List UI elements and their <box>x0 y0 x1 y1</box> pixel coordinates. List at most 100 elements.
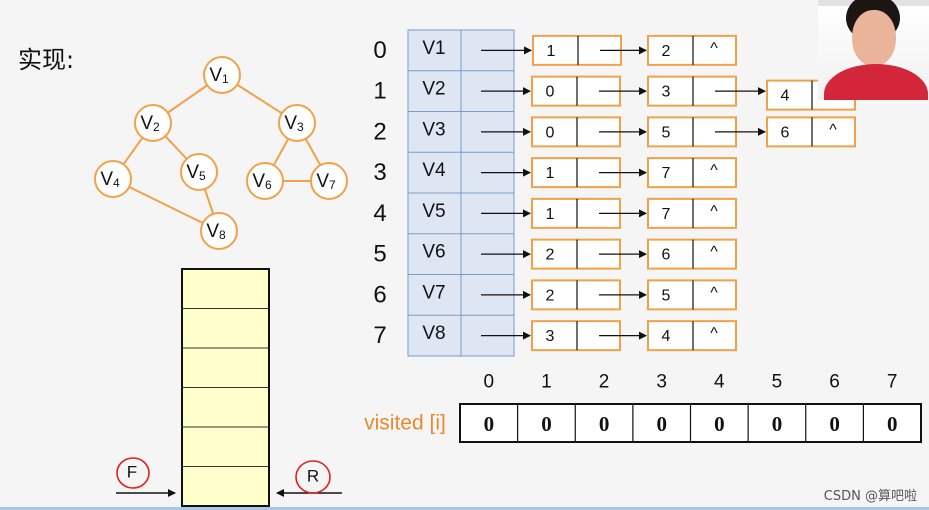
row-index: 2 <box>373 118 386 145</box>
graph-edges <box>112 74 330 232</box>
graph-node-V6: V6 <box>246 162 284 200</box>
graph-node-V4: V4 <box>94 160 132 198</box>
vertex-name: V8 <box>422 323 445 344</box>
graph-node-label: V4 <box>100 169 120 191</box>
adj-row-0: 0 V1 1 2 ^ <box>373 34 737 66</box>
visited-index: 5 <box>772 372 783 393</box>
rear-circle <box>295 460 331 494</box>
list-node-value: 2 <box>662 43 671 60</box>
list-node-value: 1 <box>546 165 555 182</box>
list-node-value: 7 <box>662 206 671 223</box>
null-marker: ^ <box>710 40 718 57</box>
visited-value: 0 <box>887 412 898 436</box>
null-marker: ^ <box>710 203 718 220</box>
list-node: 5 <box>647 116 737 148</box>
vertex-name: V3 <box>422 119 445 140</box>
vertex-name: V1 <box>422 38 445 59</box>
row-index: 5 <box>373 241 386 268</box>
list-node: 6^ <box>647 238 737 270</box>
visited-index: 6 <box>829 372 840 393</box>
visited-value: 0 <box>656 412 667 436</box>
graph-node-V1: V1 <box>203 56 241 94</box>
list-node: 0 <box>531 116 621 148</box>
graph-node-label: V5 <box>186 162 206 184</box>
visited-index: 2 <box>599 372 610 393</box>
presenter-webcam <box>818 0 929 100</box>
graph-edge-V4-V8 <box>112 178 220 232</box>
graph-node-V7: V7 <box>310 162 348 200</box>
list-node-box <box>647 34 737 66</box>
graph-node-label: V6 <box>252 171 272 193</box>
rear-label: R <box>307 467 319 486</box>
list-node-value: 0 <box>546 84 555 101</box>
list-node: 7^ <box>647 157 737 189</box>
bottom-border <box>0 507 929 510</box>
list-node-value: 7 <box>662 165 671 182</box>
adj-row-2: 2 V3 0 5 6^ <box>373 111 856 148</box>
list-node-value: 1 <box>546 206 555 223</box>
visited-index: 7 <box>887 372 898 393</box>
visited-index: 0 <box>484 372 495 393</box>
graph-node-V5: V5 <box>180 153 218 191</box>
list-node-box <box>647 279 737 311</box>
visited-value: 0 <box>714 412 725 436</box>
list-node-value: 4 <box>781 88 790 105</box>
list-node-value: 5 <box>662 124 671 141</box>
visited-index: 3 <box>656 372 667 393</box>
list-node: 7^ <box>647 197 737 229</box>
row-index: 3 <box>373 159 386 186</box>
vertex-name: V2 <box>422 79 445 100</box>
visited-value: 0 <box>599 412 610 436</box>
graph-node-V8: V8 <box>200 212 238 250</box>
vertex-name: V5 <box>422 201 445 222</box>
graph-node-label: V3 <box>284 113 304 135</box>
list-node: 5^ <box>647 279 737 311</box>
visited-value: 0 <box>541 412 552 436</box>
null-marker: ^ <box>710 244 718 261</box>
visited-value: 0 <box>484 412 495 436</box>
list-node-value: 5 <box>662 287 671 304</box>
list-node: 6^ <box>766 116 856 148</box>
list-node-value: 4 <box>662 328 671 345</box>
front-circle <box>116 457 150 489</box>
null-marker: ^ <box>710 284 718 301</box>
null-marker: ^ <box>710 325 718 342</box>
visited-value: 0 <box>829 412 840 436</box>
visited-value: 0 <box>772 412 783 436</box>
watermark: CSDN @算吧啦 <box>823 489 917 504</box>
front-label: F <box>127 463 137 482</box>
page-title: 实现: <box>18 46 75 74</box>
list-node-value: 6 <box>662 247 671 264</box>
row-index: 1 <box>373 78 386 105</box>
row-index: 6 <box>373 281 386 308</box>
graph-node-label: V2 <box>140 113 160 135</box>
list-node-value: 1 <box>547 43 556 60</box>
vertex-name: V6 <box>422 242 445 263</box>
row-index: 4 <box>373 200 386 227</box>
list-node-box <box>766 116 856 148</box>
graph-node-label: V1 <box>209 65 229 87</box>
visited-index: 1 <box>541 372 552 393</box>
list-node-value: 3 <box>662 84 671 101</box>
list-node-box <box>647 157 737 189</box>
list-node-value: 6 <box>781 124 790 141</box>
graph-node-label: V8 <box>206 221 226 243</box>
graph-node-V2: V2 <box>134 104 172 142</box>
graph-node-label: V7 <box>316 171 336 193</box>
vertex-name: V7 <box>422 282 445 303</box>
list-node-value: 3 <box>546 328 555 345</box>
list-node-box <box>647 320 737 352</box>
list-node: 4^ <box>647 320 737 352</box>
visited-index: 4 <box>714 372 725 393</box>
vertex-name: V4 <box>422 160 446 181</box>
row-index: 0 <box>373 37 386 64</box>
null-marker: ^ <box>710 162 718 179</box>
